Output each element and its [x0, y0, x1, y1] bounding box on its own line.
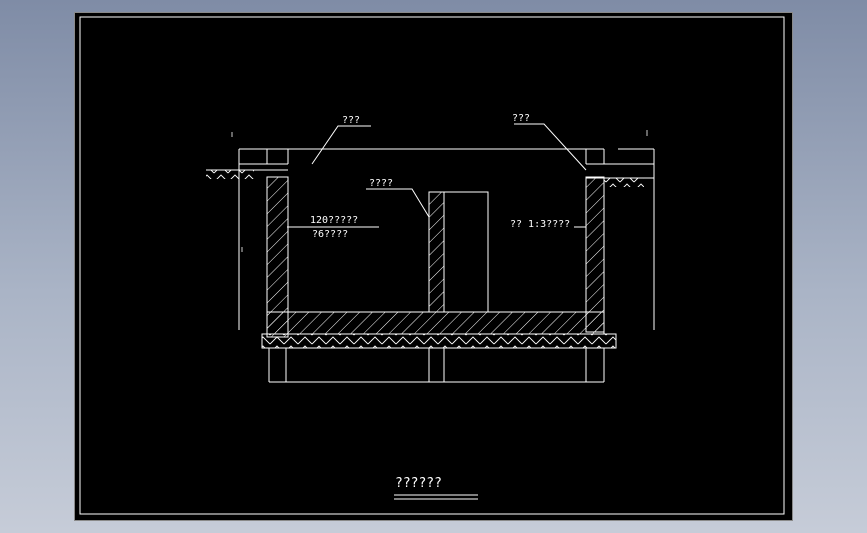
section-drawing: ??? ??? ???? 120????? ?6???? ?? 1:3???? … — [74, 12, 793, 521]
label-top-right: ??? — [512, 113, 530, 124]
label-partition: ???? — [369, 178, 393, 189]
foundation — [261, 333, 617, 383]
label-wall-line1: 120????? — [310, 215, 358, 226]
label-wall-line2: ?6???? — [312, 229, 348, 240]
walls — [266, 176, 605, 338]
inner-frame — [79, 16, 785, 515]
label-top-left: ??? — [342, 115, 360, 126]
drawing-sheet: ??? ??? ???? 120????? ?6???? ?? 1:3???? … — [74, 12, 793, 521]
drawing-title: ?????? — [395, 476, 442, 491]
dimensions — [231, 130, 648, 252]
label-plaster: ?? 1:3???? — [510, 219, 570, 230]
outer-frame — [74, 12, 793, 521]
leaders — [287, 123, 587, 228]
